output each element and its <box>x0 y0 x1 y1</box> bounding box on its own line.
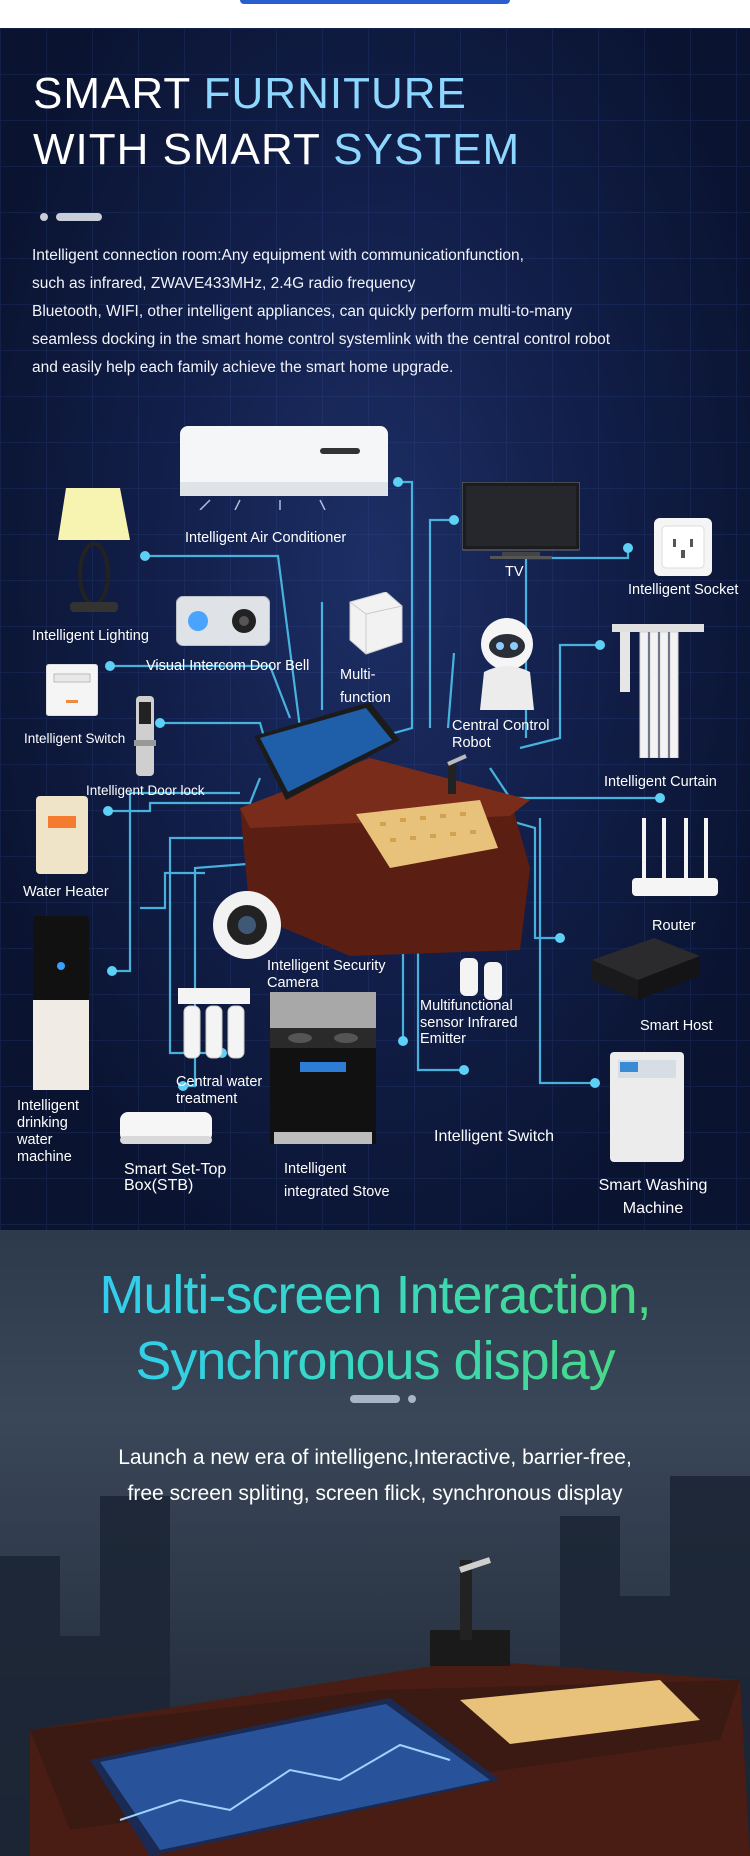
description-line: Bluetooth, WIFI, other intelligent appli… <box>32 303 573 320</box>
section-title: Multi-screen Interaction, Synchronous di… <box>0 1262 750 1394</box>
title-line1: Multi-screen Interaction, <box>99 1265 651 1325</box>
wall-switch-icon <box>45 663 99 717</box>
description-line: seamless docking in the smart home contr… <box>32 331 611 348</box>
description-line: and easily help each family achieve the … <box>32 359 454 376</box>
security-camera-label: Intelligent Security Camera <box>267 958 386 991</box>
title-line2: Synchronous display <box>135 1331 615 1391</box>
description-line: Intelligent connection room:Any equipmen… <box>32 247 524 264</box>
smart-host-label: Smart Host <box>640 1018 713 1034</box>
curtain-icon <box>612 624 704 759</box>
multi-function-label: Multi-function <box>340 667 391 706</box>
security-camera-icon <box>212 890 282 960</box>
water-treatment-label: Central water treatment <box>176 1074 263 1107</box>
top-strip <box>0 0 750 28</box>
water-heater-label: Water Heater <box>23 884 109 900</box>
sensor-label: Multifunctional sensor Infrared Emitter <box>420 998 518 1047</box>
lamp-icon <box>58 488 130 618</box>
title-line2-white: WITH SMART <box>33 125 334 174</box>
air-conditioner-icon <box>180 426 388 511</box>
title-line1-blue: FURNITURE <box>203 69 467 118</box>
socket-label: Intelligent Socket <box>628 582 739 598</box>
curtain-label: Intelligent Curtain <box>604 774 717 790</box>
section-description: Launch a new era of intelligenc,Interact… <box>0 1440 750 1512</box>
door-bell-label: Visual Intercom Door Bell <box>146 658 310 674</box>
tv-icon <box>461 481 581 562</box>
central-robot-label: Central Control Robot <box>452 718 550 751</box>
stove-label: Intelligent integrated Stove <box>284 1161 390 1200</box>
tv-label: TV <box>505 564 524 580</box>
smart-furniture-desk <box>230 688 532 958</box>
drinking-machine-label: Intelligent drinking water machine <box>17 1098 80 1165</box>
drinking-water-machine-icon <box>33 916 89 1090</box>
description-line: free screen spliting, screen flick, sync… <box>127 1482 623 1505</box>
section-description: Intelligent connection room:Any equipmen… <box>32 242 732 382</box>
multi-screen-section: Multi-screen Interaction, Synchronous di… <box>0 1230 750 1856</box>
infrared-sensor-icon <box>458 958 504 1002</box>
water-heater-icon <box>36 796 88 874</box>
section-title: SMART FURNITURE WITH SMART SYSTEM <box>33 66 520 178</box>
central-robot-icon <box>472 616 542 712</box>
switch-bottom-label: Intelligent Switch <box>434 1128 555 1145</box>
door-lock-icon <box>134 696 156 776</box>
door-bell-icon <box>175 595 271 647</box>
washing-machine-icon <box>610 1052 684 1162</box>
water-treatment-icon <box>178 988 250 1062</box>
integrated-stove-icon <box>270 992 376 1144</box>
smart-host-icon <box>592 938 700 1000</box>
description-line: such as infrared, ZWAVE433MHz, 2.4G radi… <box>32 275 416 292</box>
air-conditioner-label: Intelligent Air Conditioner <box>185 530 347 546</box>
title-line2-blue: SYSTEM <box>333 125 521 174</box>
set-top-box-icon <box>120 1106 212 1148</box>
description-line: Launch a new era of intelligenc,Interact… <box>118 1446 632 1469</box>
washing-machine-label: Smart Washing Machine <box>598 1177 708 1217</box>
multi-function-sensor-icon <box>340 591 406 660</box>
lighting-label: Intelligent Lighting <box>32 628 149 644</box>
title-line1-white: SMART <box>33 69 204 118</box>
socket-icon <box>654 518 712 576</box>
router-label: Router <box>652 918 696 934</box>
smart-desk-render <box>30 1557 750 1856</box>
switch-left-label: Intelligent Switch <box>24 731 126 746</box>
door-lock-label: Intelligent Door lock <box>86 783 205 798</box>
router-icon <box>632 818 718 902</box>
smart-system-section: SMART FURNITURE WITH SMART SYSTEM Intell… <box>0 28 750 1230</box>
stb-label: Smart Set-Top Box(STB) <box>124 1161 227 1194</box>
